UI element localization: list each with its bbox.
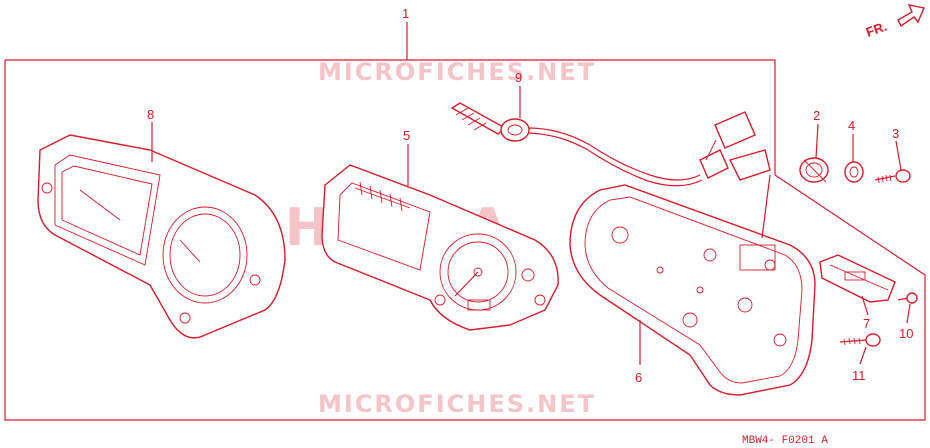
callout-3: 3	[892, 126, 899, 141]
callout-5: 5	[403, 128, 410, 143]
callout-9: 9	[515, 70, 522, 85]
part-9-wire-harness	[450, 102, 771, 187]
front-direction-arrow: FR.	[864, 4, 925, 40]
part-2-grommet	[799, 157, 829, 183]
arrow-icon	[897, 4, 925, 28]
front-label: FR.	[864, 19, 889, 40]
callout-7: 7	[863, 316, 870, 331]
part-11-screw	[839, 333, 881, 347]
part-4-washer	[844, 161, 864, 183]
part-6-rear-case	[569, 184, 816, 396]
callout-8: 8	[147, 107, 154, 122]
watermark-top: MICROFICHES.NET	[318, 58, 596, 86]
callout-1: 1	[402, 6, 409, 21]
part-8-visor	[37, 134, 286, 339]
part-10-screw	[897, 292, 918, 304]
part-7-block	[819, 254, 896, 303]
callout-11: 11	[852, 368, 866, 383]
part-3-screw	[874, 169, 911, 184]
leader-lines	[151, 86, 911, 365]
callout-6: 6	[635, 370, 642, 385]
assembly-bracket	[4, 22, 926, 421]
callout-4: 4	[848, 118, 855, 133]
part-5-meter-assembly	[321, 164, 559, 331]
callout-labels: 1 2 3 4 5 6 7 8 9 10 11	[147, 6, 913, 385]
diagram-code: MBW4- F0201 A	[742, 435, 828, 447]
callout-2: 2	[813, 108, 820, 123]
watermark-bottom: MICROFICHES.NET	[318, 390, 596, 418]
callout-10: 10	[899, 326, 913, 341]
